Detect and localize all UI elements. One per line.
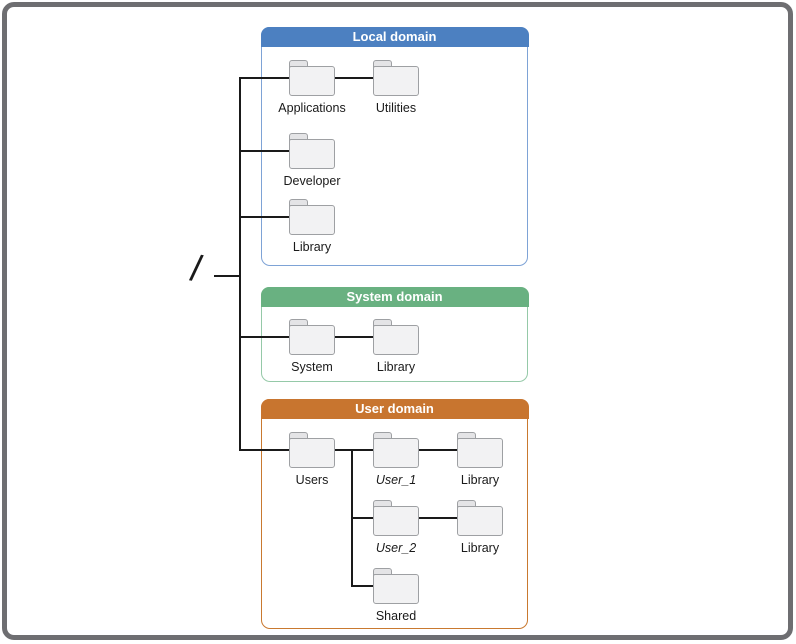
folder-label: Shared [375,609,417,623]
folder-icon [373,60,419,96]
folder-label: Library [460,541,500,555]
connector-applications-utilities [335,77,373,79]
folder-user-1: User_1 [373,432,419,487]
folder-shared: Shared [373,568,419,623]
folder-icon [289,133,335,169]
connector-users-subtrunk [335,449,352,451]
connector-trunk-applications [239,77,290,79]
folder-library-system: Library [373,319,419,374]
folder-utilities: Utilities [373,60,419,115]
folder-icon [373,319,419,355]
connector-subtrunk-user2 [351,517,373,519]
connector-system-library [335,336,373,338]
folder-library-user-2: Library [457,500,503,555]
folder-applications: Applications [278,60,346,115]
user-domain-header: User domain [260,398,529,419]
folder-icon [289,319,335,355]
connector-user1-library [419,449,457,451]
folder-label: Developer [283,174,341,188]
connector-subtrunk-user1 [351,449,373,451]
folder-library-local: Library [289,199,335,254]
folder-user-2: User_2 [373,500,419,555]
folder-icon [373,568,419,604]
folder-label: Library [292,240,332,254]
folder-icon [457,432,503,468]
folder-label: Utilities [375,101,417,115]
folder-users: Users [289,432,335,487]
folder-icon [289,432,335,468]
folder-label: Library [460,473,500,487]
connector-root-to-trunk [214,275,241,277]
folder-developer: Developer [284,133,340,188]
connector-trunk-users [239,449,290,451]
folder-label: Users [295,473,329,487]
system-domain-box: System domain [260,286,529,382]
folder-label: Applications [278,101,346,115]
folder-system: System [289,319,335,374]
connector-subtrunk-shared [351,585,373,587]
connector-trunk-system [239,336,290,338]
folder-library-user-1: Library [457,432,503,487]
connector-trunk-library-local [239,216,290,218]
connector-main-trunk [239,77,241,451]
folder-label: System [291,360,333,374]
folder-icon [457,500,503,536]
folder-label: User_2 [375,541,417,555]
folder-icon [373,432,419,468]
connector-trunk-developer [239,150,290,152]
folder-label: User_1 [375,473,417,487]
folder-icon [289,199,335,235]
folder-icon [289,60,335,96]
folder-icon [373,500,419,536]
folder-label: Library [376,360,416,374]
local-domain-header: Local domain [260,26,529,47]
connector-user2-library [419,517,457,519]
system-domain-header: System domain [260,286,529,307]
